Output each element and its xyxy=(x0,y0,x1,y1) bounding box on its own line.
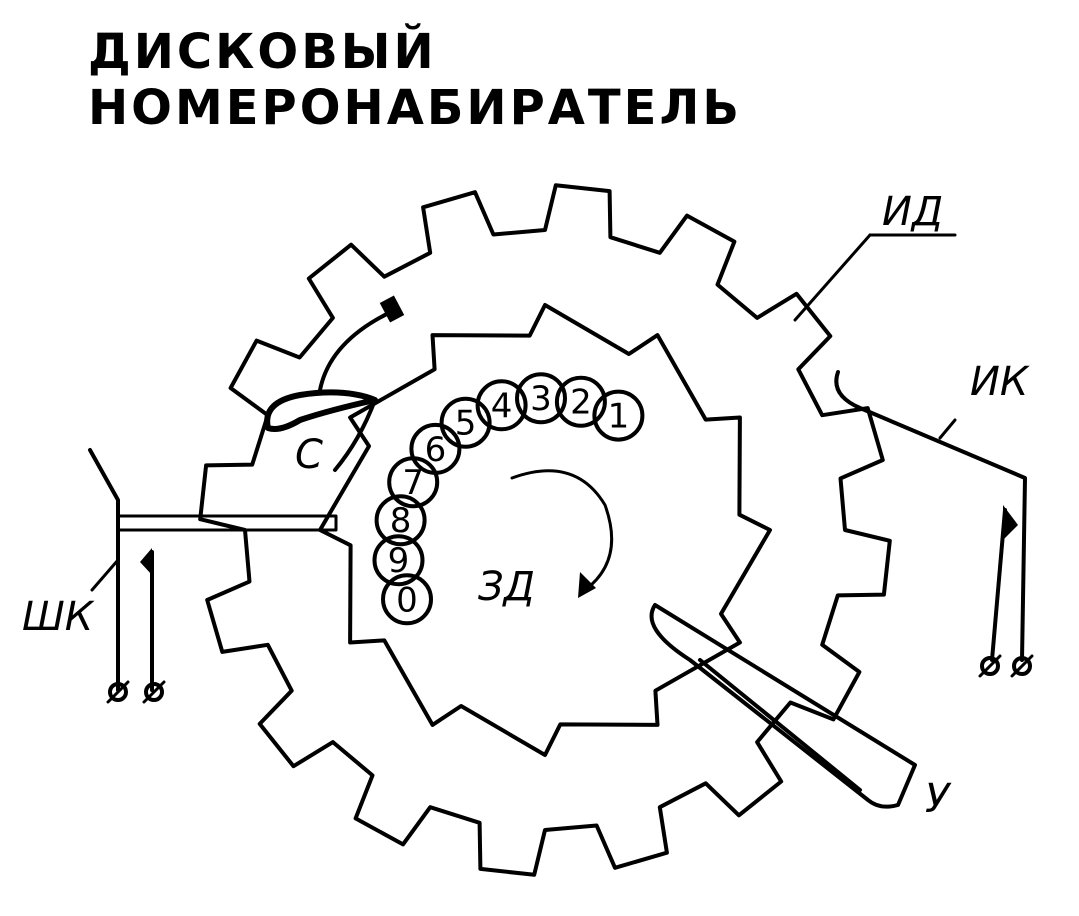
finger-hole-digit: 7 xyxy=(402,463,424,503)
shunt-contact-spring xyxy=(88,448,120,692)
finger-hole-2: 2 xyxy=(554,375,607,428)
diagram-title: Дисковый номеронабиратель xyxy=(88,24,742,136)
label-id: ИД xyxy=(882,189,943,235)
finger-hole-digit: 6 xyxy=(425,430,447,470)
shk-terminal-2 xyxy=(144,682,164,702)
finger-hole-ring xyxy=(374,494,427,547)
finger-hole-digit: 5 xyxy=(455,404,477,444)
finger-stop xyxy=(649,603,917,809)
finger-hole-3: 3 xyxy=(515,372,567,425)
impulse-contact-point xyxy=(1003,505,1018,540)
pawl-pivot-arm xyxy=(333,398,377,472)
finger-hole-ring xyxy=(387,456,440,509)
id-leader xyxy=(793,233,872,322)
finger-hole-ring xyxy=(554,375,607,428)
finger-hole-digit: 2 xyxy=(570,383,592,423)
ik-terminal-2-slash xyxy=(1010,654,1034,678)
impulse-disk-outer-gear xyxy=(198,183,892,877)
rotation-arrowhead xyxy=(578,572,596,598)
finger-hole-digit: 0 xyxy=(396,580,418,620)
finger-hole-ring xyxy=(515,372,567,425)
label-shk: ШК xyxy=(22,594,95,640)
finger-hole-digit: 8 xyxy=(390,501,412,541)
label-zd: ЗД xyxy=(478,564,535,610)
shk-terminal-1-slash xyxy=(106,680,130,704)
finger-hole-9: 9 xyxy=(372,534,425,587)
label-u: У xyxy=(925,776,952,822)
ik-terminal-2 xyxy=(1012,656,1032,676)
ik-terminal-1-slash xyxy=(978,654,1002,678)
label-ik: ИК xyxy=(970,359,1030,405)
finger-hole-digit: 9 xyxy=(388,541,410,581)
finger-hole-ring xyxy=(439,396,492,449)
shunt-contact-point xyxy=(140,548,152,575)
finger-hole-1: 1 xyxy=(592,389,645,442)
impulse-contact-spring-fixed xyxy=(990,508,1007,662)
inner-ratchet-wheel xyxy=(318,303,772,757)
finger-hole-digit: 3 xyxy=(530,379,552,419)
shunt-contact-rod xyxy=(116,514,338,532)
finger-hole-7: 7 xyxy=(387,456,440,509)
rotation-arrow xyxy=(510,469,614,592)
finger-hole-8: 8 xyxy=(374,494,427,547)
shk-leader xyxy=(90,558,120,592)
finger-hole-digit: 1 xyxy=(608,397,630,437)
finger-hole-ring xyxy=(381,573,433,626)
label-s: С xyxy=(295,432,323,478)
shk-terminal-1 xyxy=(108,682,128,702)
finger-hole-4: 4 xyxy=(475,379,528,432)
pawl-arm-end xyxy=(379,295,405,323)
finger-hole-ring xyxy=(372,534,425,587)
ik-terminal-1 xyxy=(980,656,1000,676)
finger-hole-ring xyxy=(592,389,645,442)
finger-hole-digit: 4 xyxy=(491,386,513,426)
pawl-arm xyxy=(318,308,397,392)
finger-stop-inner-edge xyxy=(698,658,862,792)
impulse-contact-spring xyxy=(834,370,1027,662)
finger-hole-0: 0 xyxy=(381,573,433,626)
finger-hole-5: 5 xyxy=(439,396,492,449)
ik-leader xyxy=(938,418,957,440)
shk-terminal-2-slash xyxy=(142,680,166,704)
finger-hole-ring xyxy=(475,379,528,432)
